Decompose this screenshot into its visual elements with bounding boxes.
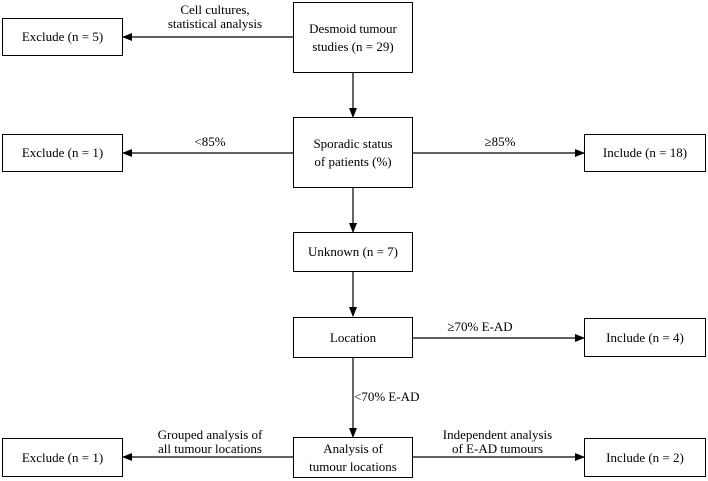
- edge-label-ge85: ≥85%: [484, 134, 516, 149]
- analysis-line1: Analysis of: [323, 440, 383, 456]
- exclude-1b-label: Exclude (n = 1): [21, 449, 104, 465]
- include-18-label: Include (n = 18): [602, 145, 688, 160]
- exclude-1-box: Exclude (n = 1): [2, 134, 123, 172]
- location-label: Location: [329, 329, 377, 345]
- unknown-label: Unknown (n = 7): [307, 244, 399, 259]
- edge-label-cell-cultures-line2: statistical analysis: [167, 16, 263, 31]
- include-2-box: Include (n = 2): [584, 438, 706, 477]
- edge-label-independent-line1: Independent analysis: [442, 427, 553, 442]
- include-2-label: Include (n = 2): [606, 449, 684, 465]
- edge-label-ge70: ≥70% E-AD: [447, 319, 513, 334]
- edge-label-lt70: <70% E-AD: [354, 389, 420, 404]
- analysis-box: Analysis of tumour locations: [293, 437, 413, 478]
- exclude-1b-box: Exclude (n = 1): [2, 438, 123, 477]
- edge-label-grouped: Grouped analysis of all tumour locations: [140, 428, 280, 456]
- desmoid-studies-line2: studies (n = 29): [312, 38, 394, 54]
- edge-label-grouped-line1: Grouped analysis of: [157, 427, 263, 442]
- sporadic-status-line2: of patients (%): [314, 153, 392, 169]
- desmoid-studies-box: Desmoid tumour studies (n = 29): [293, 2, 413, 73]
- unknown-box: Unknown (n = 7): [293, 232, 413, 272]
- exclude-1-label: Exclude (n = 1): [21, 145, 104, 160]
- edge-label-lt85: <85%: [194, 134, 226, 149]
- edge-label-cell-cultures: Cell cultures, statistical analysis: [150, 3, 280, 31]
- edge-label-cell-cultures-line1: Cell cultures,: [180, 2, 250, 17]
- edge-label-independent: Independent analysis of E-AD tumours: [425, 428, 570, 456]
- include-18-box: Include (n = 18): [584, 134, 706, 172]
- desmoid-studies-line1: Desmoid tumour: [309, 20, 397, 36]
- sporadic-status-line1: Sporadic status: [313, 135, 393, 151]
- exclude-5-box: Exclude (n = 5): [2, 18, 123, 56]
- edge-label-independent-line2: of E-AD tumours: [452, 441, 543, 456]
- edge-label-grouped-line2: all tumour locations: [158, 441, 262, 456]
- include-4-label: Include (n = 4): [606, 329, 684, 345]
- exclude-5-label: Exclude (n = 5): [21, 29, 104, 44]
- sporadic-status-box: Sporadic status of patients (%): [293, 117, 413, 188]
- include-4-box: Include (n = 4): [584, 318, 706, 357]
- location-box: Location: [293, 317, 413, 358]
- analysis-line2: tumour locations: [309, 458, 397, 474]
